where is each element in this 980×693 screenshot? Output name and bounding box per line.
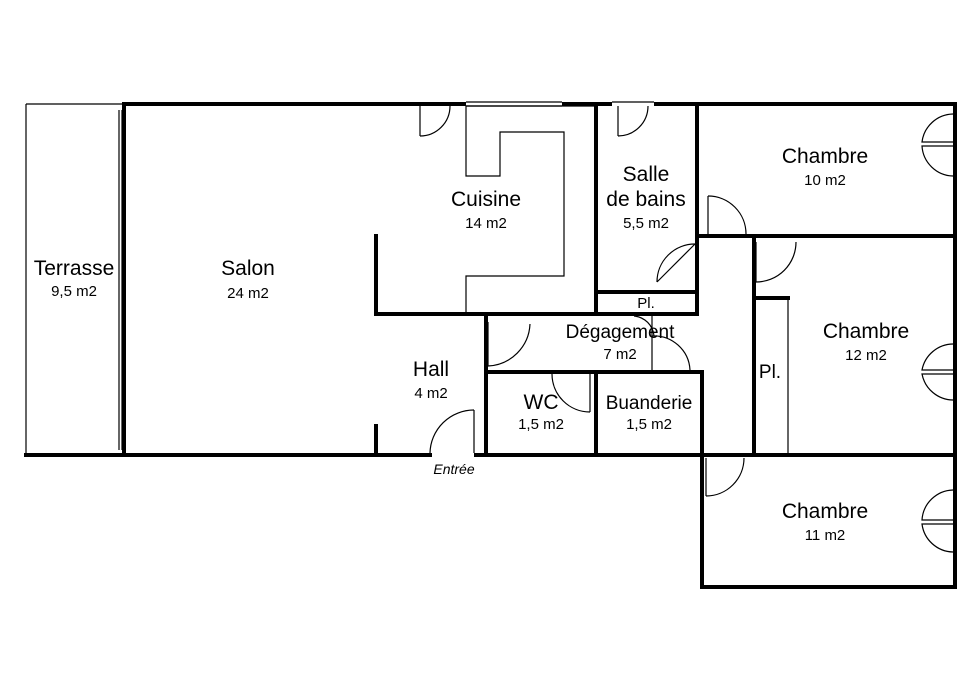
salle-de-bains-name-line1: Salle [623, 163, 670, 186]
door-bathroom-corridor [656, 243, 696, 283]
chambre-3-area: 11 m2 [805, 527, 846, 544]
salle-de-bains-name-line2: de bains [606, 188, 685, 211]
terrasse-name: Terrasse [34, 257, 115, 280]
chambre-2-area: 12 m2 [845, 347, 887, 364]
door-wc [551, 373, 591, 413]
door-bedroom-2 [755, 241, 797, 283]
doors [419, 105, 797, 497]
cuisine-area: 14 m2 [465, 215, 507, 232]
buanderie-name: Buanderie [606, 393, 693, 414]
chambre-2-name: Chambre [823, 320, 909, 343]
degagement-area: 7 m2 [603, 346, 636, 363]
wc-name: WC [524, 391, 559, 414]
door-entry [429, 409, 475, 454]
door-cuisine [419, 105, 451, 137]
door-bedroom-1 [707, 195, 747, 235]
buanderie-area: 1,5 m2 [626, 416, 672, 433]
closet-label-lower: Pl. [759, 362, 781, 383]
hall-area: 4 m2 [414, 385, 447, 402]
chambre-1-name: Chambre [782, 145, 868, 168]
kitchen-counter [465, 105, 596, 312]
wc-area: 1,5 m2 [518, 416, 564, 433]
salon-name: Salon [221, 257, 275, 280]
salon-area: 24 m2 [227, 285, 269, 302]
door-degagement [487, 322, 531, 367]
salle-de-bains-area: 5,5 m2 [623, 215, 669, 232]
room-labels: Terrasse 9,5 m2 Salon 24 m2 Cuisine 14 m… [34, 145, 909, 544]
chambre-1-area: 10 m2 [804, 172, 846, 189]
door-closet-pl [633, 315, 691, 371]
hall-name: Hall [413, 358, 449, 381]
cuisine-name: Cuisine [451, 188, 521, 211]
degagement-name: Dégagement [566, 322, 676, 343]
entry-label: Entrée [433, 461, 474, 477]
door-bathroom-top [617, 105, 649, 137]
door-bedroom-3 [705, 457, 745, 497]
chambre-3-name: Chambre [782, 500, 868, 523]
terrasse-area: 9,5 m2 [51, 283, 97, 300]
closet-label-upper: Pl. [637, 295, 655, 312]
windows [921, 113, 954, 553]
walls [24, 101, 957, 589]
